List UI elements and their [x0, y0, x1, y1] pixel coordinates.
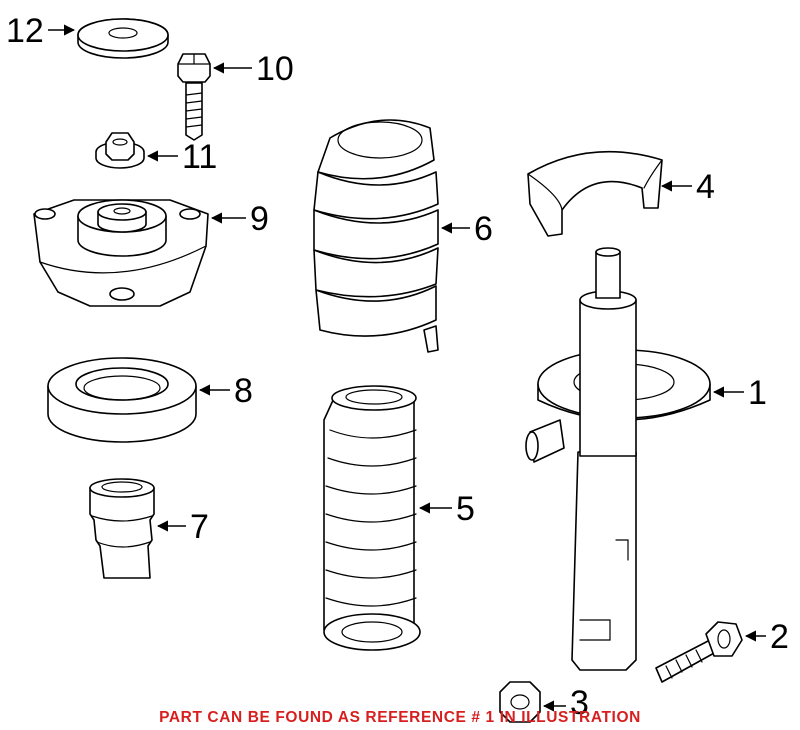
callout-12: 12 [6, 12, 44, 50]
part-2-bolt [655, 621, 743, 683]
part-1-strut [525, 247, 711, 671]
callout-2: 2 [770, 618, 789, 656]
part-4-spring-seat [527, 150, 663, 237]
callout-labels: 12 10 11 9 8 7 6 5 4 1 2 3 [6, 12, 789, 722]
part-7-bump-stop [89, 478, 155, 579]
callout-7: 7 [190, 508, 209, 546]
callout-1: 1 [748, 374, 767, 412]
part-3-nut [499, 681, 541, 723]
callout-6: 6 [474, 210, 493, 248]
part-12-washer [77, 18, 169, 59]
part-8-bearing [47, 357, 197, 443]
leader-lines [48, 24, 766, 712]
callout-9: 9 [250, 200, 269, 238]
callout-3: 3 [570, 684, 589, 722]
part-11-nut [95, 132, 145, 169]
part-9-strut-mount [33, 199, 209, 307]
callout-10: 10 [256, 50, 294, 88]
reference-notice: PART CAN BE FOUND AS REFERENCE # 1 IN IL… [159, 709, 641, 726]
callout-11: 11 [182, 138, 217, 176]
callout-8: 8 [234, 372, 253, 410]
part-5-dust-boot [323, 385, 421, 651]
callout-4: 4 [696, 168, 715, 206]
part-10-bolt [177, 53, 211, 141]
callout-5: 5 [456, 490, 475, 528]
part-6-coil-spring [313, 119, 439, 353]
